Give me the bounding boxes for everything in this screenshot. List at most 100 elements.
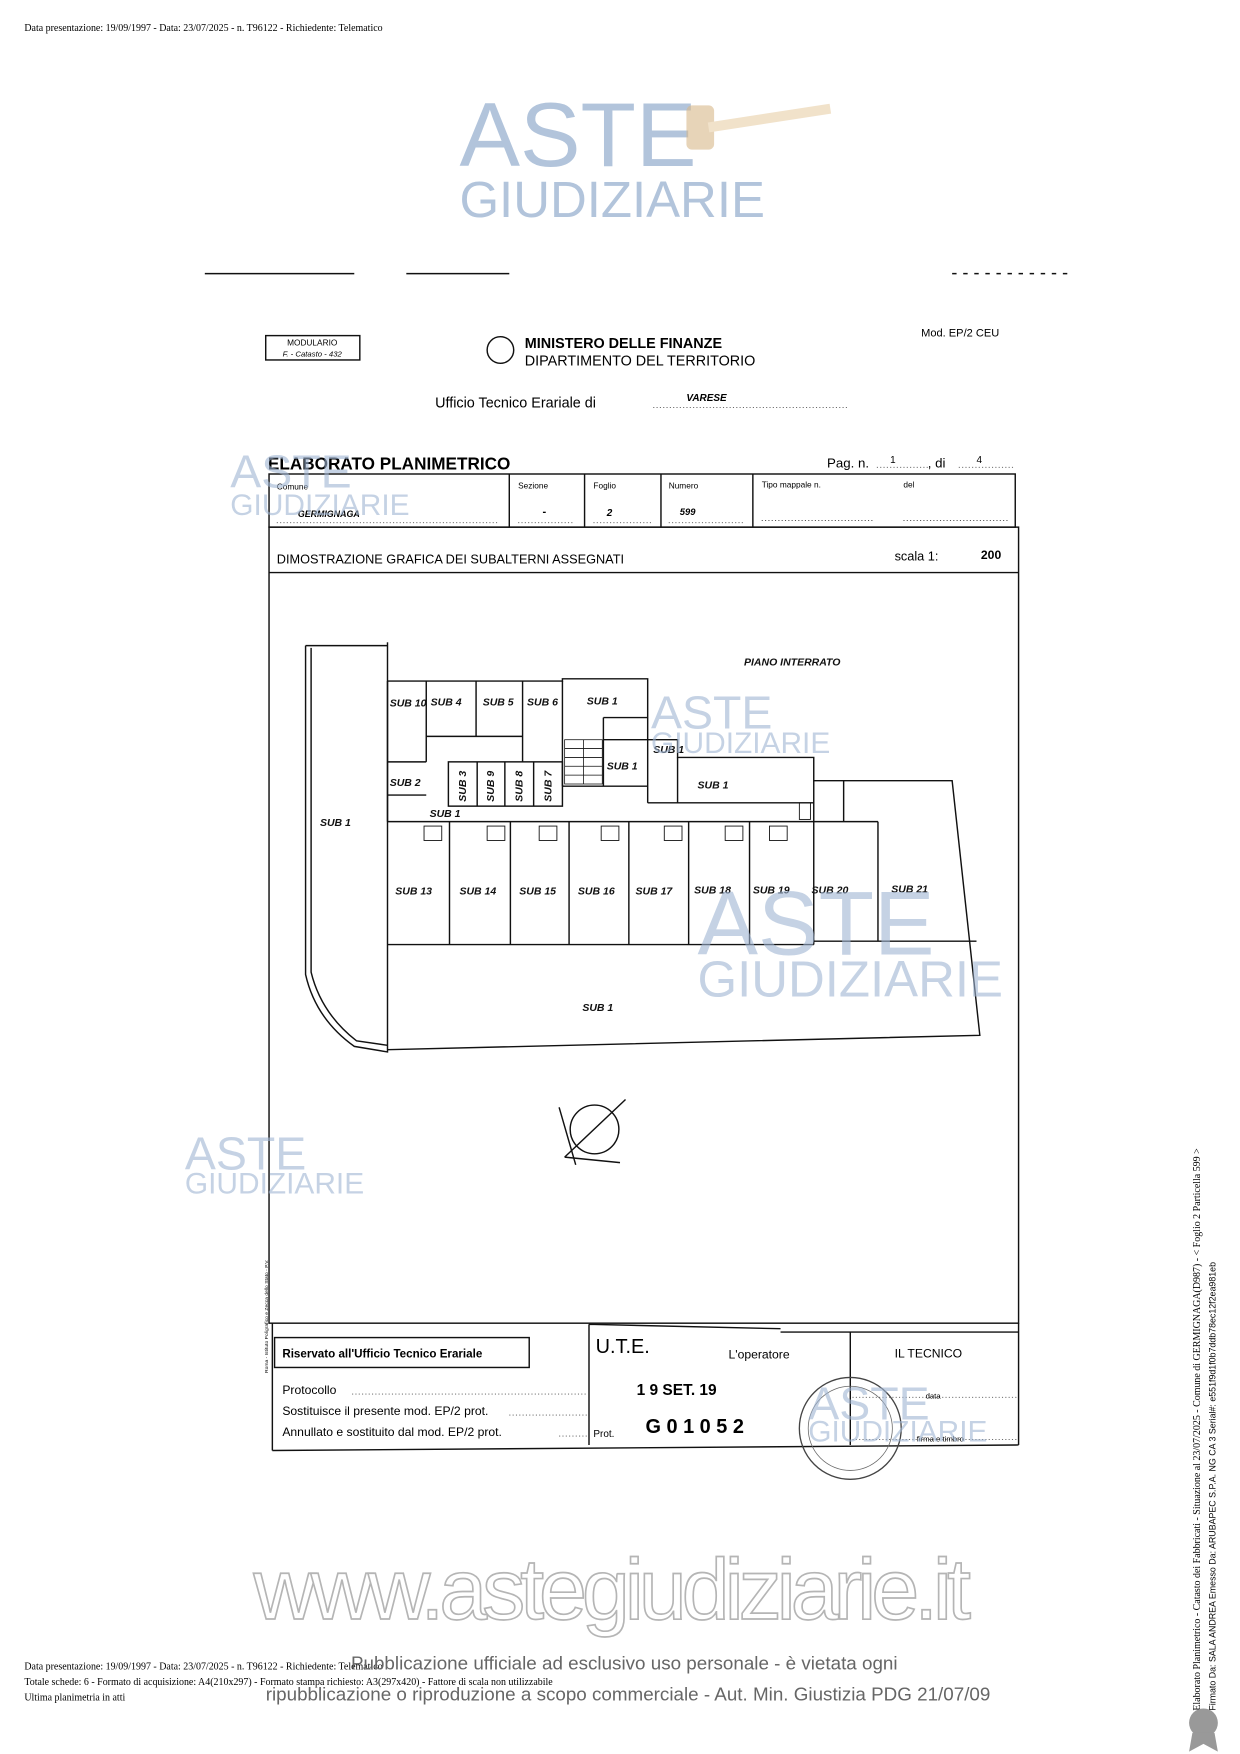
sub-label: SUB 15: [519, 886, 556, 898]
sub-label: SUB 1: [697, 779, 728, 791]
scale-label: scala 1:: [895, 548, 939, 563]
compass-icon: [558, 1099, 627, 1166]
aste-logo-watermark: ASTE GIUDIZIARIE: [459, 85, 832, 228]
sezione-label: Sezione: [518, 480, 548, 490]
sub-label: SUB 19: [753, 885, 790, 897]
stairs-icon: [564, 739, 603, 785]
sub-label: SUB 1: [653, 744, 684, 756]
scale-value: 200: [981, 548, 1002, 562]
wm-text: GIUDIZIARIE: [230, 489, 409, 522]
sub-label: SUB 8: [514, 771, 526, 802]
printer-note: Roma - Istituto Poligrafico e Zecca dell…: [264, 1259, 270, 1373]
of-label: , di: [928, 455, 946, 470]
page-label: Pag. n.: [827, 455, 869, 470]
modulario-label: MODULARIO: [287, 338, 338, 348]
sub-label: SUB 9: [485, 771, 497, 802]
floor-label: PIANO INTERRATO: [744, 657, 840, 669]
ministry-title: MINISTERO DELLE FINANZE: [525, 336, 723, 352]
wm-text: ASTE: [697, 874, 934, 975]
annullato-label: Annullato e sostituito dal mod. EP/2 pro…: [282, 1425, 502, 1439]
sub-label: SUB 17: [636, 886, 674, 898]
footer-line-3: Ultima planimetria in atti: [24, 1693, 125, 1704]
of-value: 4: [977, 455, 983, 466]
sub-label: SUB 7: [542, 770, 554, 802]
sub-label: SUB 6: [527, 696, 558, 708]
svg-text:ASTE: ASTE: [459, 85, 696, 186]
protocollo-label: Protocollo: [282, 1383, 336, 1397]
sub-label: SUB 1: [582, 1002, 613, 1014]
wm-text: ASTE: [808, 1377, 929, 1429]
foglio-label: Foglio: [593, 480, 616, 490]
sostituisce-label: Sostituisce il presente mod. EP/2 prot.: [282, 1404, 488, 1418]
stamp-prot: Prot.: [593, 1429, 614, 1440]
department-title: DIPARTIMENTO DEL TERRITORIO: [525, 354, 756, 370]
sub-label: SUB 2: [390, 777, 421, 789]
plan-frame: [268, 526, 1020, 1324]
wm-text: ASTE: [230, 445, 351, 497]
sub-label: SUB 13: [395, 886, 432, 898]
header-line: Data presentazione: 19/09/1997 - Data: 2…: [24, 23, 382, 34]
sub-label: SUB 5: [483, 696, 514, 708]
model-code: Mod. EP/2 CEU: [921, 328, 999, 340]
office-reserved-section: Riservato all'Ufficio Tecnico Erariale P…: [271, 1323, 1020, 1452]
office-label: Ufficio Tecnico Erariale di: [435, 396, 596, 412]
sub-label: SUB 18: [694, 885, 731, 897]
wm-text: GIUDIZIARIE: [651, 727, 830, 760]
tecnico-label: IL TECNICO: [895, 1346, 963, 1360]
sub-label: SUB 4: [431, 696, 462, 708]
received-stamp: U.T.E. 1 9 SET. 19 Prot. G 0 1 0 5 2: [588, 1323, 902, 1480]
sub-label: SUB 1: [320, 817, 351, 829]
tipo-mappale-label: Tipo mappale n.: [762, 479, 821, 489]
cadastral-fields-table: Comune GERMIGNAGA Sezione - Foglio 2 Num…: [268, 473, 1016, 528]
footer-line-2: Totale schede: 6 - Formato di acquisizio…: [24, 1677, 553, 1688]
numero-label: Numero: [669, 480, 699, 490]
gavel-icon: [686, 103, 832, 150]
operatore-label: L'operatore: [728, 1348, 789, 1362]
firma-label: firma e timbro: [917, 1435, 964, 1444]
office-value: VARESE: [686, 393, 727, 404]
sezione-value: -: [543, 506, 547, 518]
footer-line-1: Data presentazione: 19/09/1997 - Data: 2…: [24, 1662, 382, 1673]
sub-label: SUB 16: [578, 886, 615, 898]
sub-label: SUB 1: [607, 761, 638, 773]
republic-emblem-icon: [486, 335, 515, 365]
wm-text: GIUDIZIARIE: [697, 951, 1002, 1008]
publication-notice-2: ripubblicazione o riproduzione a scopo c…: [266, 1684, 991, 1705]
sub-label: SUB 14: [459, 886, 496, 898]
sub-label: SUB 1: [587, 695, 618, 707]
skylight-icons: [423, 802, 811, 841]
sub-label: SUB 3: [457, 771, 469, 802]
wm-text: GIUDIZIARIE: [185, 1168, 364, 1201]
section-title: DIMOSTRAZIONE GRAFICA DEI SUBALTERNI ASS…: [277, 552, 624, 567]
wm-text: ASTE: [185, 1127, 306, 1179]
sub-label: SUB 20: [812, 885, 849, 897]
sub-label: SUB 1: [430, 808, 461, 820]
numero-value: 599: [680, 506, 696, 517]
wm-text: GIUDIZIARIE: [808, 1416, 987, 1449]
comune-value: GERMIGNAGA: [298, 509, 360, 519]
publication-notice-1: Pubblicazione ufficiale ad esclusivo uso…: [351, 1653, 898, 1674]
data-label: data: [926, 1391, 942, 1400]
floor-plan-labels: PIANO INTERRATO SUB 1 SUB 10 SUB 4 SUB 5…: [320, 657, 928, 1014]
stamp-ute: U.T.E.: [596, 1336, 650, 1358]
website-watermark: www.astegiudiziarie.it: [253, 1542, 971, 1638]
del-label: del: [903, 479, 914, 489]
sub-label: SUB 10: [390, 698, 427, 710]
signature-info-line: Firmato Da: SALA ANDREA Emesso Da: ARUBA…: [1208, 1262, 1218, 1711]
sub-label: SUB 21: [891, 884, 928, 896]
comune-label: Comune: [277, 482, 309, 492]
floor-plan: [304, 642, 981, 1166]
side-info-line: Elaborato Planimetrico - Catasto dei Fab…: [1192, 1148, 1203, 1711]
stamp-number: G 0 1 0 5 2: [645, 1416, 744, 1438]
round-stamp-icon: [798, 1376, 902, 1480]
foglio-value: 2: [606, 508, 613, 519]
reserved-label: Riservato all'Ufficio Tecnico Erariale: [282, 1347, 483, 1360]
seal-icon: [1189, 1708, 1218, 1738]
page-value: 1: [890, 455, 896, 466]
svg-text:GIUDIZIARIE: GIUDIZIARIE: [459, 171, 764, 228]
document-title: ELABORATO PLANIMETRICO: [268, 454, 510, 474]
wm-text: ASTE: [651, 687, 772, 739]
modulario-sub: F. - Catasto - 432: [283, 350, 343, 359]
stamp-date: 1 9 SET. 19: [637, 1382, 717, 1399]
